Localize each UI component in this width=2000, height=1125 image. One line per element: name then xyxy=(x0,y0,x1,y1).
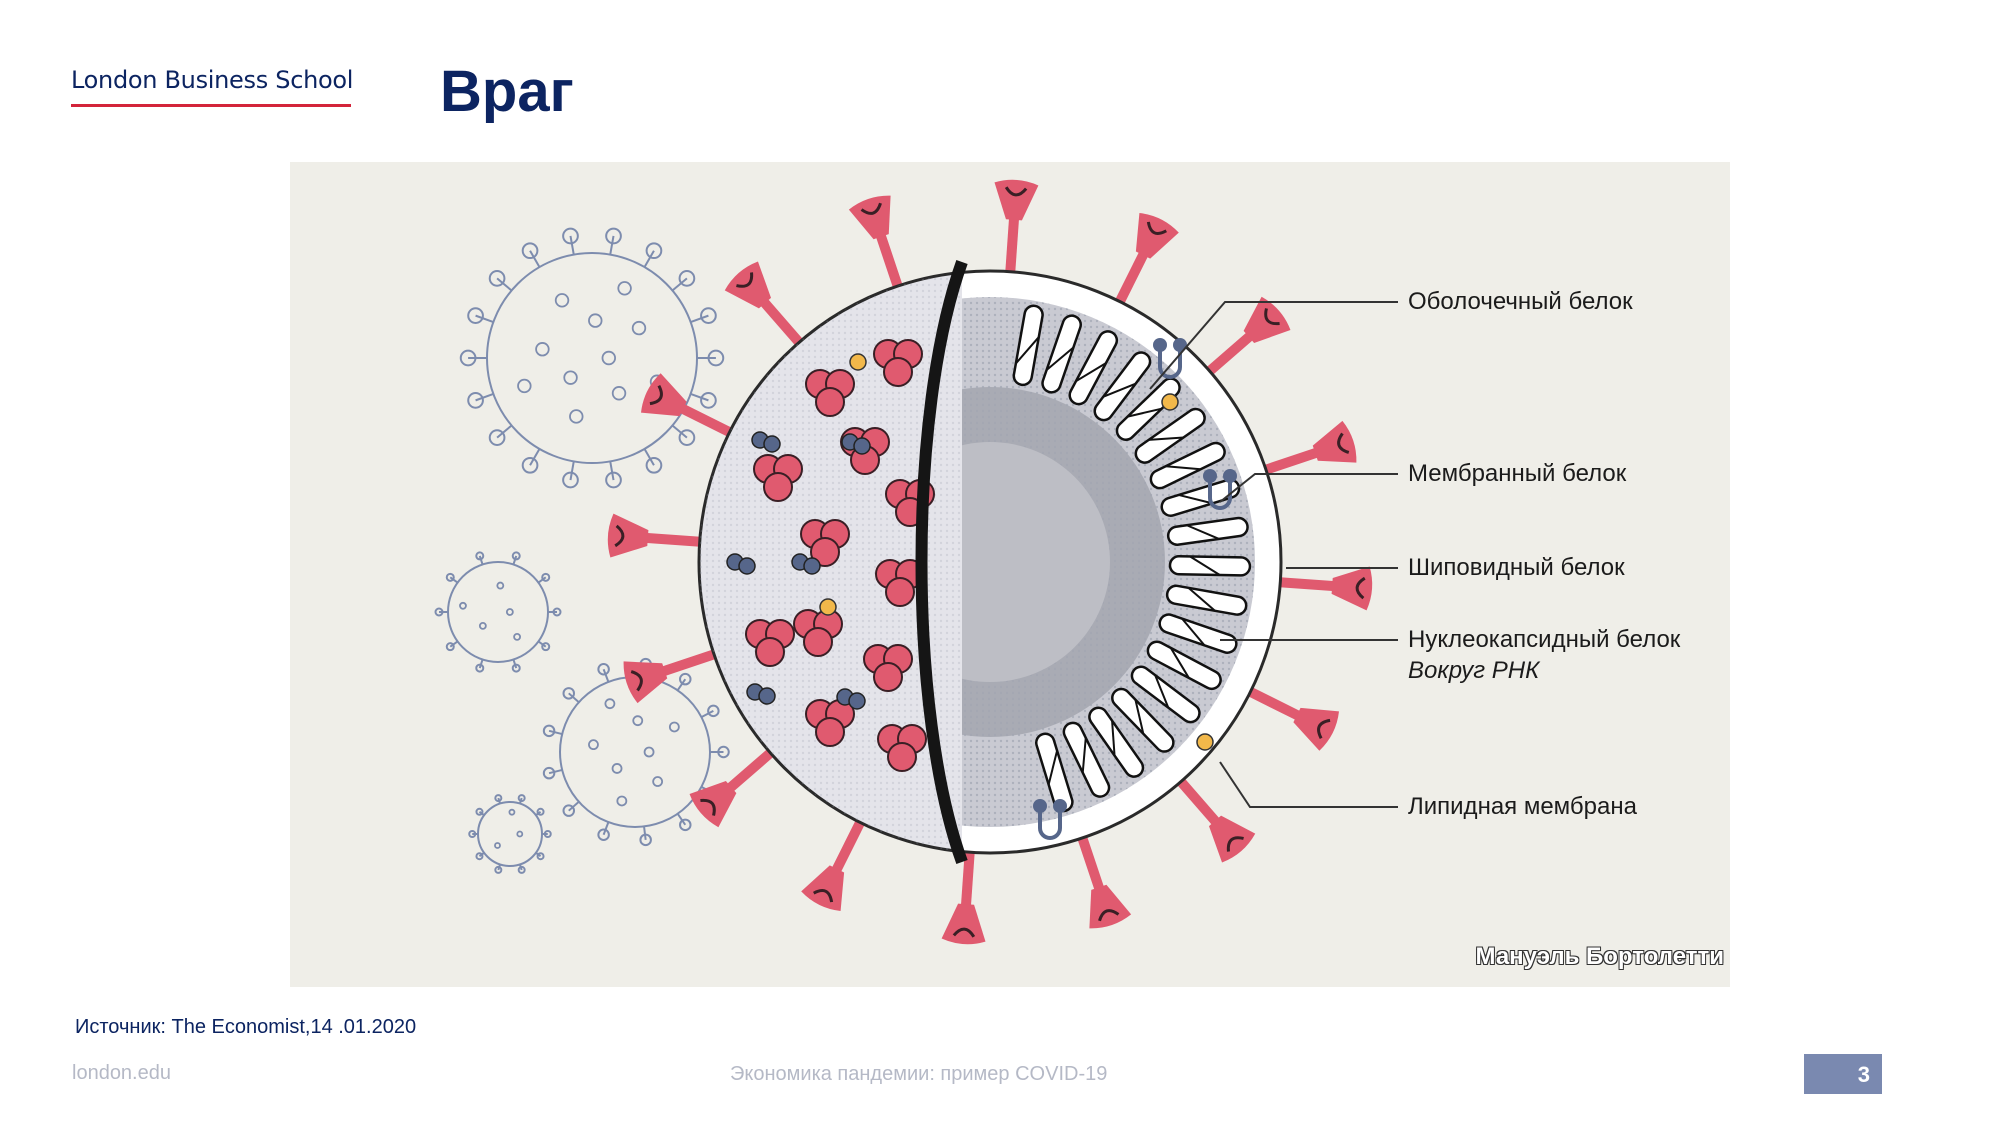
outline-virus xyxy=(434,551,562,673)
rna-coil xyxy=(1115,377,1181,441)
rna-coil xyxy=(1134,407,1206,464)
spike xyxy=(1113,213,1179,308)
rna-coil xyxy=(1146,640,1222,691)
surface-protein xyxy=(793,609,843,657)
surface-protein xyxy=(805,699,855,747)
cut-edge xyxy=(915,259,968,865)
spike xyxy=(607,513,705,558)
envelope-protein xyxy=(819,598,837,616)
spike xyxy=(801,816,867,911)
surface-protein xyxy=(745,619,795,667)
spike xyxy=(1260,420,1357,476)
label-leader-lines xyxy=(1149,301,1398,808)
spike-proteins xyxy=(607,179,1373,945)
spike xyxy=(1076,832,1132,929)
spike xyxy=(994,179,1039,277)
rna-coil xyxy=(1035,732,1074,813)
spike xyxy=(848,195,904,292)
envelope-protein xyxy=(1161,393,1179,411)
surface-protein xyxy=(753,454,803,502)
rna-coil xyxy=(1093,351,1152,422)
membrane-protein xyxy=(738,557,756,575)
surface-protein xyxy=(800,519,850,567)
rna-coil xyxy=(1149,441,1226,490)
illustration-credit: Мануэль Бортолетти xyxy=(1475,943,1724,970)
membrane-protein xyxy=(853,437,871,455)
label-nucleocapsid-protein: Нуклеокапсидный белок xyxy=(1408,626,1681,653)
rna-coil xyxy=(1158,613,1238,654)
surface-protein xyxy=(805,369,855,417)
label-spike-protein: Шиповидный белок xyxy=(1408,554,1625,581)
membrane-protein xyxy=(758,687,776,705)
label-membrane-protein: Мембранный белок xyxy=(1408,460,1627,487)
spike xyxy=(623,648,720,704)
membrane-protein xyxy=(1038,810,1062,840)
envelope-protein xyxy=(1196,733,1214,751)
rna-coil xyxy=(1166,516,1249,546)
logo-text: London Business School xyxy=(71,66,354,94)
surface-protein xyxy=(877,724,927,772)
spike xyxy=(1275,566,1373,611)
virus-illustration xyxy=(434,179,1398,945)
spike xyxy=(1203,296,1291,378)
source-note: Источник: The Economist,14 .01.2020 xyxy=(75,1016,417,1038)
virus-diagram: Оболочечный белок Мембранный белок Шипов… xyxy=(290,162,1730,987)
rna-coil xyxy=(1068,330,1119,406)
surface-protein xyxy=(863,644,913,692)
membrane-protein xyxy=(848,692,866,710)
rna-coil xyxy=(1130,665,1201,724)
spike xyxy=(941,847,986,945)
outline-virus xyxy=(468,794,552,874)
nucleocapsid-coils xyxy=(1012,304,1252,813)
rna-coil xyxy=(1041,314,1082,394)
envelope-protein xyxy=(849,353,867,371)
footer-course-title: Экономика пандемии: пример COVID-19 xyxy=(730,1063,1108,1085)
label-envelope-protein: Оболочечный белок xyxy=(1408,288,1633,315)
membrane-protein xyxy=(1208,480,1232,510)
footer-website[interactable]: london.edu xyxy=(72,1062,171,1084)
rna-coil xyxy=(1111,687,1175,753)
spike xyxy=(1174,775,1256,863)
surface-proteins xyxy=(726,338,1237,840)
spike xyxy=(641,373,736,439)
rna-coil xyxy=(1168,555,1252,577)
membrane-protein xyxy=(1158,349,1182,379)
page-number-badge: 3 xyxy=(1804,1054,1882,1094)
slide-title: Враг xyxy=(440,59,574,124)
surface-protein xyxy=(873,339,923,387)
membrane-protein xyxy=(803,557,821,575)
label-lipid-membrane: Липидная мембрана xyxy=(1408,793,1637,820)
rna-coil xyxy=(1165,584,1248,616)
spike xyxy=(689,746,777,828)
membrane-protein xyxy=(763,435,781,453)
rna-coil xyxy=(1062,721,1111,798)
logo-underline xyxy=(71,104,351,107)
lbs-logo: London Business School xyxy=(71,66,354,107)
spike xyxy=(724,261,806,349)
rna-coil xyxy=(1012,304,1044,387)
outline-virus xyxy=(459,227,725,489)
background-virus-outlines xyxy=(434,227,730,874)
rna-coil xyxy=(1088,706,1145,778)
label-nucleocapsid-sub: Вокруг РНК xyxy=(1408,657,1540,684)
spike xyxy=(1244,685,1339,751)
